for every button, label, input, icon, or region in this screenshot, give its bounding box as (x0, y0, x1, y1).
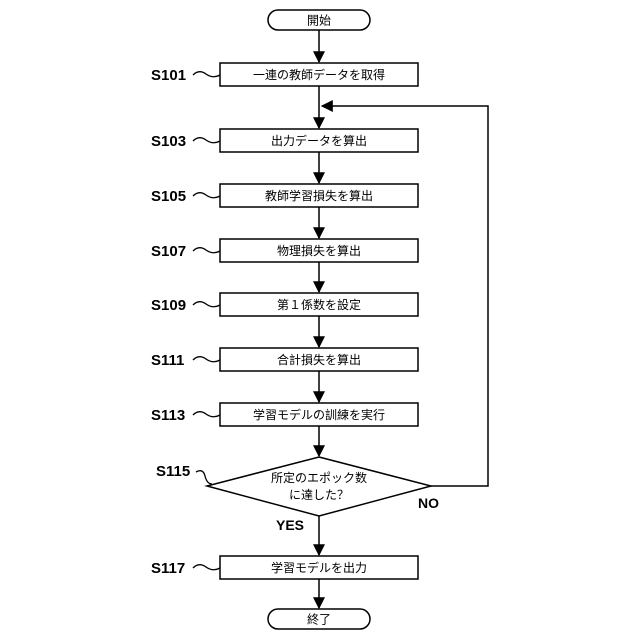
step-s107-label: S107 (151, 243, 186, 260)
leader-s115 (196, 471, 212, 484)
leader-s111 (193, 357, 220, 362)
start-text: 開始 (307, 14, 331, 28)
step-s109-label: S109 (151, 297, 186, 314)
decision-s115-label: S115 (156, 463, 190, 480)
leader-s113 (193, 412, 220, 417)
leader-s105 (193, 193, 220, 198)
decision-line2: に達した？ (289, 488, 349, 502)
step-s109: 第１係数を設定 S109 (151, 293, 418, 316)
step-s117: 学習モデルを出力 S117 (151, 556, 418, 579)
step-s117-label: S117 (151, 560, 185, 577)
step-s103: 出力データを算出 S103 (151, 129, 418, 152)
step-s101-label: S101 (151, 67, 186, 84)
step-s111: 合計損失を算出 S111 (151, 348, 418, 371)
step-s101-text: 一連の教師データを取得 (253, 67, 385, 82)
step-s111-label: S111 (151, 352, 184, 369)
step-s101: 一連の教師データを取得 S101 (151, 63, 418, 86)
leader-s117 (193, 565, 220, 570)
yes-label: YES (276, 517, 304, 533)
step-s103-label: S103 (151, 133, 186, 150)
leader-s107 (193, 248, 220, 253)
step-s113: 学習モデルの訓練を実行 S113 (151, 403, 418, 426)
step-s109-text: 第１係数を設定 (277, 297, 361, 312)
step-s103-text: 出力データを算出 (271, 133, 367, 148)
step-s105-label: S105 (151, 188, 186, 205)
step-s117-text: 学習モデルを出力 (271, 560, 367, 575)
decision-line1: 所定のエポック数 (271, 470, 367, 485)
leader-s101 (193, 72, 220, 77)
step-s105-text: 教師学習損失を算出 (265, 188, 373, 203)
step-s111-text: 合計損失を算出 (277, 352, 361, 367)
decision-s115: 所定のエポック数 に達した？ S115 (156, 457, 431, 516)
step-s107-text: 物理損失を算出 (277, 243, 361, 258)
step-s113-text: 学習モデルの訓練を実行 (253, 407, 385, 422)
step-s107: 物理損失を算出 S107 (151, 239, 418, 262)
leader-s103 (193, 138, 220, 143)
step-s105: 教師学習損失を算出 S105 (151, 184, 418, 207)
end-text: 終了 (307, 612, 331, 627)
no-label: NO (418, 495, 439, 511)
leader-s109 (193, 302, 220, 307)
step-s113-label: S113 (151, 407, 185, 424)
